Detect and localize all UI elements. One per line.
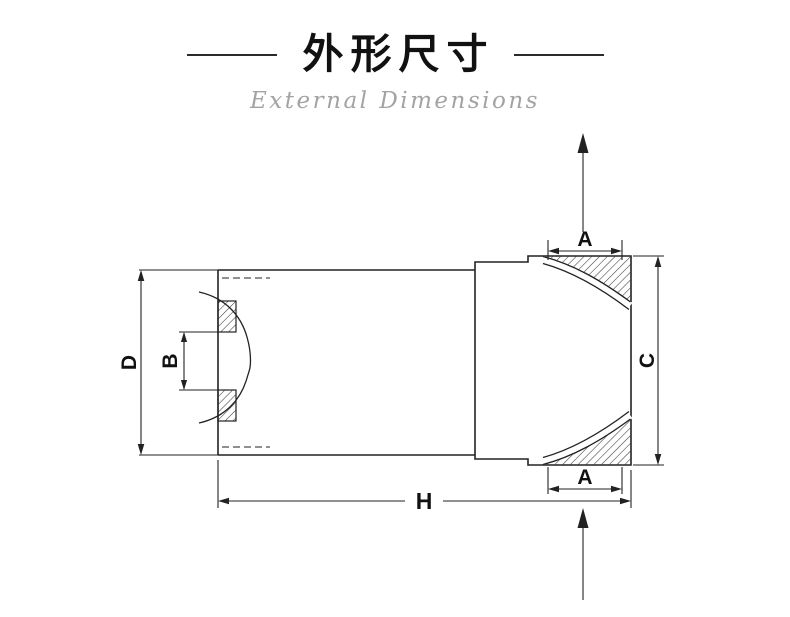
groove-curve-bottom-outer	[542, 418, 631, 466]
dim-arrowhead	[548, 485, 559, 493]
bell-mouth-curve-bottom	[198, 360, 252, 424]
dim-arrowhead	[548, 247, 559, 255]
female-coupler-body	[198, 269, 475, 456]
groove-break-gap-top	[541, 256, 633, 310]
dimension-h: H	[217, 460, 632, 514]
dim-arrowhead	[180, 332, 188, 342]
bell-mouth-curve-top	[198, 291, 252, 361]
up-arrowhead-icon	[577, 508, 589, 528]
dim-arrowhead	[137, 444, 145, 455]
dim-arrowhead	[611, 247, 622, 255]
dim-arrowhead	[654, 256, 662, 267]
flow-arrow-up-top	[577, 133, 589, 232]
title-divider-left	[186, 53, 277, 56]
title-row: 外形尺寸	[0, 34, 790, 75]
subtitle-row: External Dimensions	[0, 88, 790, 114]
dim-label-a-bottom: A	[577, 466, 592, 489]
groove-break-gap-bottom	[541, 411, 633, 465]
page-subtitle: External Dimensions	[250, 88, 540, 114]
flow-arrow-up-bottom	[577, 508, 589, 600]
dim-arrowhead	[620, 497, 631, 505]
dimension-c: C	[633, 255, 664, 466]
dim-label-h: H	[416, 488, 433, 514]
dim-label-b: B	[159, 353, 182, 368]
dim-arrowhead	[218, 497, 229, 505]
dimension-a-top: A	[547, 228, 623, 260]
groove-curve-top-inner	[542, 262, 630, 311]
dim-arrowhead	[180, 380, 188, 390]
dimension-d: D	[118, 269, 218, 456]
groove-curve-top-outer	[542, 255, 631, 303]
up-arrowhead-icon	[577, 133, 589, 153]
cam-groove-section-bottom	[541, 410, 633, 466]
cam-groove-section-top	[541, 255, 633, 311]
dim-label-a-top: A	[577, 228, 592, 251]
dim-label-c: C	[636, 353, 659, 368]
wall-section-hatch-bottom	[217, 389, 237, 422]
title-divider-right	[513, 53, 604, 56]
dimension-b: B	[159, 331, 218, 391]
dimension-a-bottom: A	[547, 466, 623, 494]
dim-arrowhead	[137, 270, 145, 281]
page-title: 外形尺寸	[302, 31, 495, 77]
groove-curve-bottom-inner	[542, 410, 630, 459]
dim-label-d: D	[118, 355, 141, 370]
dim-arrowhead	[611, 485, 622, 493]
dim-arrowhead	[654, 454, 662, 465]
